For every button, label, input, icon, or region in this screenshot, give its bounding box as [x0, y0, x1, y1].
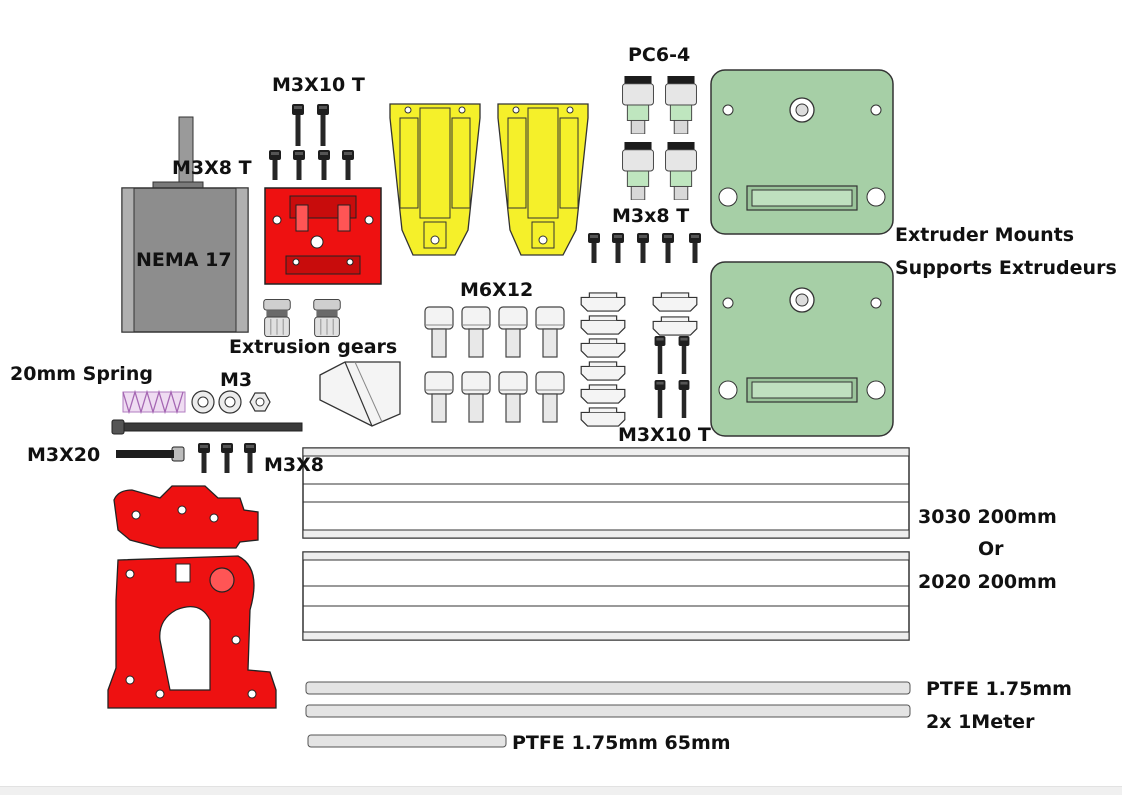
label-supports-extrudeurs: Supports Extrudeurs [895, 257, 1117, 279]
screw-icon [637, 233, 649, 263]
screw-icon [292, 104, 304, 146]
screw-icon [269, 150, 281, 180]
washer-icon [192, 391, 214, 413]
label-m3x8t-left: M3X8 T [172, 157, 252, 179]
screw-icon [198, 443, 210, 473]
bolt-icon [462, 372, 490, 422]
screw-icon [612, 233, 624, 263]
green-extruder-mount-top [711, 70, 893, 234]
screw-group-m3x10t-bottom [655, 336, 690, 418]
bolt-icon [536, 372, 564, 422]
bolt-icon [425, 372, 453, 422]
label-m6x12: M6X12 [460, 279, 533, 301]
t-nut-icon [581, 362, 625, 380]
spring-icon [123, 392, 185, 412]
label-extruder-mounts: Extruder Mounts [895, 224, 1074, 246]
screw-icon [588, 233, 600, 263]
label-extrusion-gears: Extrusion gears [229, 336, 397, 358]
ptfe-tube-short [308, 735, 506, 747]
extrusion-gear-group [264, 299, 340, 336]
bolt-icon [499, 372, 527, 422]
pneumatic-fitting-icon [623, 142, 654, 200]
red-extruder-lever [114, 486, 258, 548]
screw-icon [655, 336, 666, 374]
yellow-idler-arm-left [390, 104, 480, 255]
screw-icon [679, 380, 690, 418]
label-ptfe-175mm: PTFE 1.75mm [926, 678, 1072, 700]
extrusion-gear-icon [314, 299, 340, 336]
label-nema17: NEMA 17 [136, 249, 232, 271]
extrusion-gear-icon [264, 299, 290, 336]
t-nut-icon [581, 293, 625, 311]
green-extruder-mount-bottom [711, 262, 893, 436]
screw-group-m3x8t-right [588, 233, 701, 263]
screw-icon [318, 150, 330, 180]
ptfe-tube-long [306, 682, 910, 717]
label-20mm-spring: 20mm Spring [10, 363, 153, 385]
screw-icon [293, 150, 305, 180]
bolt-icon [536, 307, 564, 357]
hex-nut-icon [250, 393, 270, 411]
t-nut-icon [653, 317, 697, 335]
screw-icon [662, 233, 674, 263]
pc6-4-fitting-group [623, 76, 697, 200]
bolt-icon [425, 307, 453, 357]
label-m3x8t-right: M3x8 T [612, 205, 689, 227]
nema17-motor-icon [122, 117, 248, 332]
label-m3x10t-bottom: M3X10 T [618, 424, 711, 446]
screw-group-m3x10t-top [292, 104, 329, 146]
label-or: Or [978, 538, 1004, 560]
bolt-group-m6x12 [425, 307, 564, 422]
bolt-icon [499, 307, 527, 357]
red-extruder-body [108, 556, 276, 708]
t-nut-icon [581, 316, 625, 334]
screw-group-m3x8 [198, 443, 256, 473]
t-nut-icon [581, 339, 625, 357]
screw-icon [689, 233, 701, 263]
red-motor-mount [265, 188, 381, 284]
bolt-icon [462, 307, 490, 357]
corner-bracket-icon [320, 362, 400, 426]
label-m3: M3 [220, 369, 252, 391]
t-nut-icon [653, 293, 697, 311]
label-3030-200mm: 3030 200mm [918, 506, 1057, 528]
washer-icon [219, 391, 241, 413]
screw-icon [655, 380, 666, 418]
pneumatic-fitting-icon [623, 76, 654, 134]
aluminum-profile-bottom [303, 552, 909, 640]
label-ptfe-175mm-65mm: PTFE 1.75mm 65mm [512, 732, 731, 754]
t-nut-icon [581, 385, 625, 403]
screw-group-m3x8t-top [269, 150, 354, 180]
threaded-rod [112, 420, 302, 434]
label-m3x10t-top: M3X10 T [272, 74, 365, 96]
yellow-idler-arm-right [498, 104, 588, 255]
washer-group [192, 391, 241, 413]
label-2020-200mm: 2020 200mm [918, 571, 1057, 593]
label-m3x20: M3X20 [27, 444, 100, 466]
aluminum-profile-top [303, 448, 909, 538]
screw-icon [679, 336, 690, 374]
pneumatic-fitting-icon [666, 142, 697, 200]
screw-m3x20 [116, 447, 184, 461]
label-2x-1meter: 2x 1Meter [926, 711, 1034, 733]
pneumatic-fitting-icon [666, 76, 697, 134]
screw-icon [244, 443, 256, 473]
t-nut-group [581, 293, 697, 426]
screw-icon [317, 104, 329, 146]
label-m3x8: M3X8 [264, 454, 324, 476]
screw-icon [221, 443, 233, 473]
screw-icon [342, 150, 354, 180]
label-pc6-4: PC6-4 [628, 44, 690, 66]
